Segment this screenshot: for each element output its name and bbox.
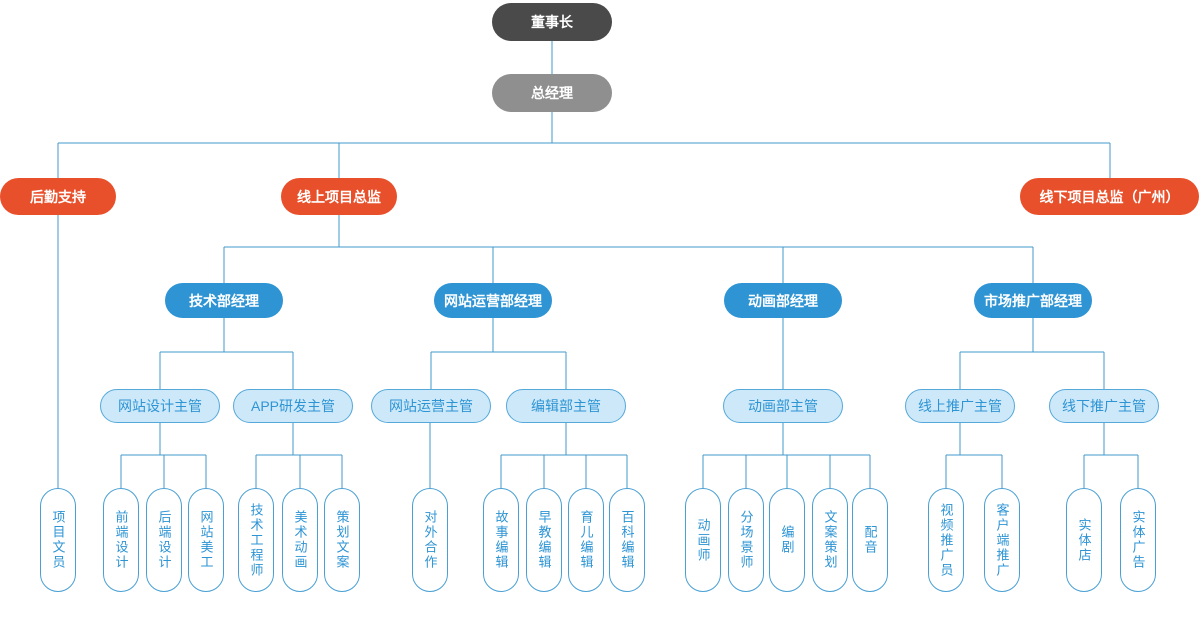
node-animator[interactable]: 动画师 bbox=[685, 488, 721, 592]
node-logistics-support[interactable]: 后勤支持 bbox=[0, 178, 116, 215]
node-backend-design[interactable]: 后端设计 bbox=[146, 488, 182, 592]
node-video-promoter[interactable]: 视频推广员 bbox=[928, 488, 964, 592]
node-marketing-manager[interactable]: 市场推广部经理 bbox=[974, 283, 1092, 318]
node-offline-promo-supervisor[interactable]: 线下推广主管 bbox=[1049, 389, 1159, 423]
node-animation-manager[interactable]: 动画部经理 bbox=[724, 283, 842, 318]
node-offline-director[interactable]: 线下项目总监（广州） bbox=[1020, 178, 1199, 215]
node-parenting-editor[interactable]: 育儿编辑 bbox=[568, 488, 604, 592]
node-physical-store[interactable]: 实体店 bbox=[1066, 488, 1102, 592]
node-physical-ad[interactable]: 实体广告 bbox=[1120, 488, 1156, 592]
node-tech-engineer[interactable]: 技术工程师 bbox=[238, 488, 274, 592]
node-screenwriter[interactable]: 编剧 bbox=[769, 488, 805, 592]
node-external-coop[interactable]: 对外合作 bbox=[412, 488, 448, 592]
node-web-ops-manager[interactable]: 网站运营部经理 bbox=[434, 283, 552, 318]
node-project-clerk[interactable]: 项目文员 bbox=[40, 488, 76, 592]
node-frontend-design[interactable]: 前端设计 bbox=[103, 488, 139, 592]
node-art-animation[interactable]: 美术动画 bbox=[282, 488, 318, 592]
node-early-edu-editor[interactable]: 早教编辑 bbox=[526, 488, 562, 592]
node-copy-planner[interactable]: 文案策划 bbox=[812, 488, 848, 592]
node-planning-copy[interactable]: 策划文案 bbox=[324, 488, 360, 592]
node-web-artist[interactable]: 网站美工 bbox=[188, 488, 224, 592]
node-tech-manager[interactable]: 技术部经理 bbox=[165, 283, 283, 318]
node-online-promo-supervisor[interactable]: 线上推广主管 bbox=[905, 389, 1015, 423]
node-encyclopedia-editor[interactable]: 百科编辑 bbox=[609, 488, 645, 592]
node-scene-designer[interactable]: 分场景师 bbox=[728, 488, 764, 592]
node-web-design-supervisor[interactable]: 网站设计主管 bbox=[100, 389, 220, 423]
node-animation-supervisor[interactable]: 动画部主管 bbox=[723, 389, 843, 423]
node-story-editor[interactable]: 故事编辑 bbox=[483, 488, 519, 592]
node-general-manager[interactable]: 总经理 bbox=[492, 74, 612, 112]
node-voice-actor[interactable]: 配音 bbox=[852, 488, 888, 592]
node-chairman[interactable]: 董事长 bbox=[492, 3, 612, 41]
node-online-director[interactable]: 线上项目总监 bbox=[281, 178, 397, 215]
node-web-ops-supervisor[interactable]: 网站运营主管 bbox=[371, 389, 491, 423]
node-editorial-supervisor[interactable]: 编辑部主管 bbox=[506, 389, 626, 423]
node-app-dev-supervisor[interactable]: APP研发主管 bbox=[233, 389, 353, 423]
node-client-promoter[interactable]: 客户端推广 bbox=[984, 488, 1020, 592]
